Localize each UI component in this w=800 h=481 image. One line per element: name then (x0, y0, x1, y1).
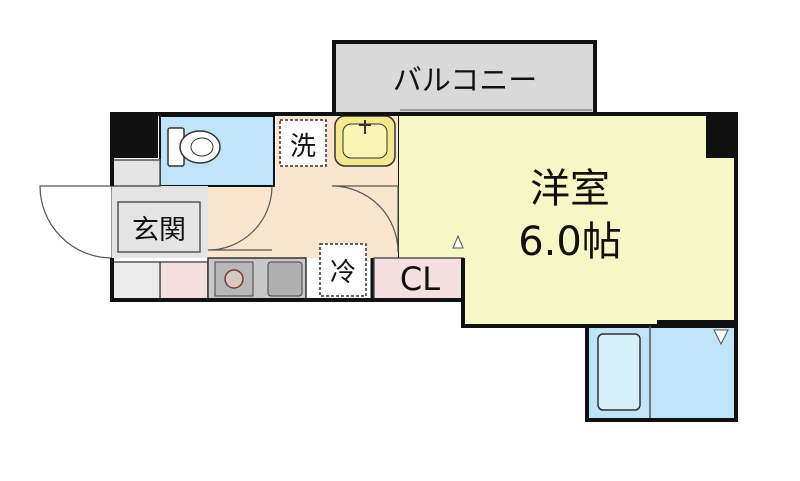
closet-label: CL (400, 260, 440, 298)
corner-pillar-top-left (110, 114, 158, 158)
shoe-box (111, 159, 161, 187)
fridge-label: 冷 (330, 258, 356, 288)
room-door-marker (452, 234, 464, 249)
entrance-label: 玄関 (132, 215, 186, 246)
balcony-label: バルコニー (393, 63, 537, 97)
stove-icon (214, 261, 254, 297)
toilet-icon (167, 127, 221, 167)
balcony-area (332, 40, 597, 116)
door-swing-room (331, 185, 399, 253)
door-swing-toilet (207, 185, 273, 251)
western-room-size: 6.0帖 (518, 219, 622, 265)
bathtub-icon (597, 333, 641, 411)
western-room-label: 洋室 (530, 166, 610, 212)
washbasin-icon (334, 115, 396, 167)
washer-space (279, 119, 327, 167)
room-corner-pillar (706, 114, 736, 158)
entrance-label-box (117, 201, 201, 253)
entrance-box-left (111, 261, 161, 301)
entrance-box-right (159, 261, 209, 301)
sink-icon (267, 261, 303, 297)
fridge-space (319, 243, 367, 297)
closet-area (373, 257, 464, 301)
door-swing-entrance (39, 185, 113, 259)
washer-label: 洗 (290, 132, 316, 162)
western-room-floor (398, 114, 736, 326)
bath-door-marker (713, 329, 729, 346)
kitchen-floor (208, 186, 398, 258)
